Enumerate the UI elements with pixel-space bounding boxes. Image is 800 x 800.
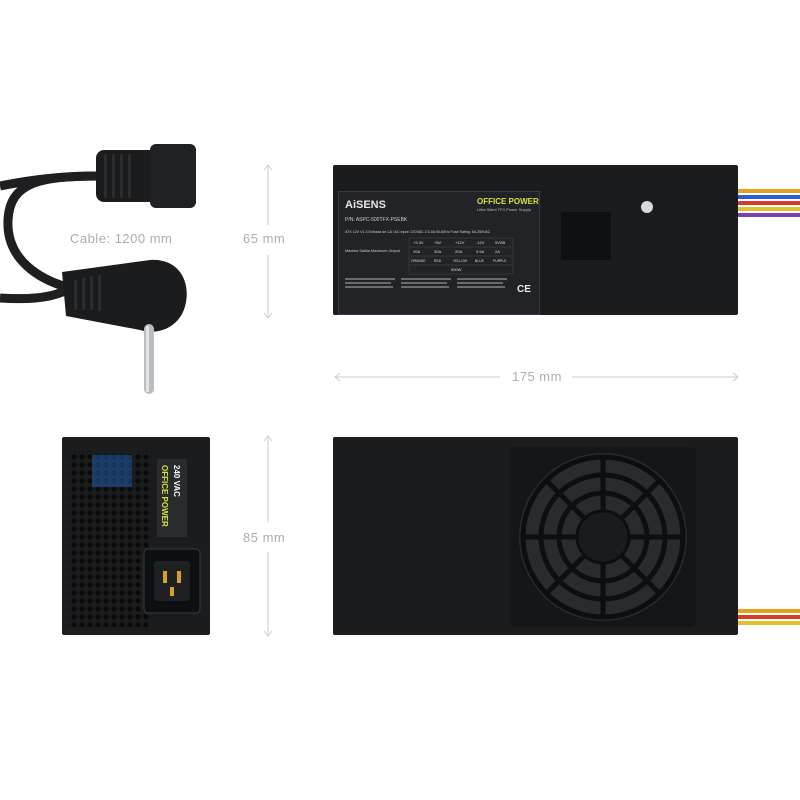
side-sticker-line2: 240 VAC (172, 465, 181, 497)
label-output-title: Máxima Salida Maximum Output (345, 249, 401, 253)
led-indicator (641, 201, 653, 213)
current-1: 20A (413, 249, 420, 254)
ce-mark: CE (517, 284, 531, 295)
current-4: 0.5A (476, 249, 485, 254)
color-5: PURPLE (493, 259, 507, 263)
label-input-line: ATX 12V V1.3 Entrada de CA / AC input: 2… (345, 230, 491, 234)
color-1: ORANGE (411, 259, 426, 263)
rail-5: 5VSB (495, 240, 506, 245)
color-3: YELLOW (453, 259, 468, 263)
color-2: RED (434, 259, 442, 263)
power-cable-image (0, 144, 196, 394)
current-5: 2A (495, 249, 500, 254)
current-2: 30A (434, 249, 441, 254)
rail-3: +12V (455, 240, 465, 245)
current-3: 20A (455, 249, 462, 254)
output-wires-bottom (738, 609, 800, 625)
label-product: OFFICE POWER (477, 197, 539, 206)
color-4: BLUE (475, 259, 485, 263)
psu-top-view: AiSENS OFFICE POWER Ultra Silent TFX Pow… (333, 165, 800, 315)
label-brand: AiSENS (345, 199, 386, 211)
power-switch (561, 212, 611, 260)
rail-1: +3.3V (413, 240, 424, 245)
label-subtitle: Ultra Silent TFX Power Supply (477, 207, 531, 212)
height-dimension-label: 65 mm (243, 231, 286, 246)
label-part-number: P/N: ASPC-500TFX-PSEBK (345, 217, 408, 223)
output-wires (738, 189, 800, 217)
rail-2: +5V (434, 240, 442, 245)
rail-4: -12V (476, 240, 485, 245)
length-dimension-label: 175 mm (512, 369, 562, 384)
fan-grille (510, 447, 696, 627)
spec-label: AiSENS OFFICE POWER Ultra Silent TFX Pow… (338, 191, 540, 315)
psu-bottom-view (333, 437, 800, 635)
psu-side-view: OFFICE POWER 240 VAC (62, 437, 210, 635)
side-sticker-line1: OFFICE POWER (160, 465, 169, 527)
width-dimension-label: 85 mm (243, 530, 286, 545)
total-power: 500W (451, 267, 462, 272)
cable-length-label: Cable: 1200 mm (70, 231, 173, 246)
